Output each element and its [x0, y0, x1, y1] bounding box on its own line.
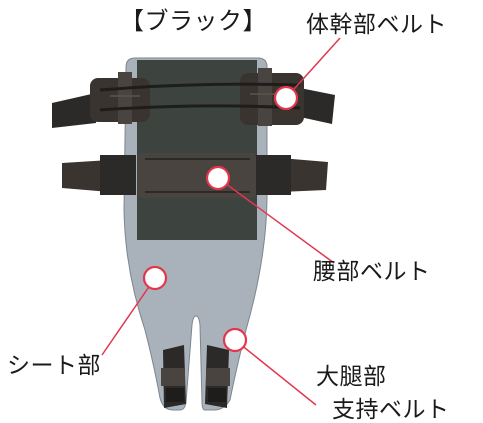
back-pad [137, 60, 257, 240]
waist-belt [62, 153, 328, 198]
left-thigh-buckle [161, 345, 186, 408]
callout-thigh [222, 327, 317, 406]
thigh-belt-label-line1: 大腿部 [316, 364, 387, 390]
callout-trunk [273, 37, 341, 111]
color-variant-title: 【ブラック】 [120, 7, 267, 35]
waist-belt-label: 腰部ベルト [313, 259, 431, 285]
trunk-belt-label: 体幹部ベルト [306, 12, 447, 38]
right-thigh-buckle [205, 345, 230, 408]
trunk-belt [52, 68, 335, 128]
thigh-belt-label-line2: 支持ベルト [332, 397, 450, 423]
callout-waist [205, 165, 335, 264]
callout-seat [101, 265, 168, 356]
seat-part-label: シート部 [7, 353, 101, 379]
